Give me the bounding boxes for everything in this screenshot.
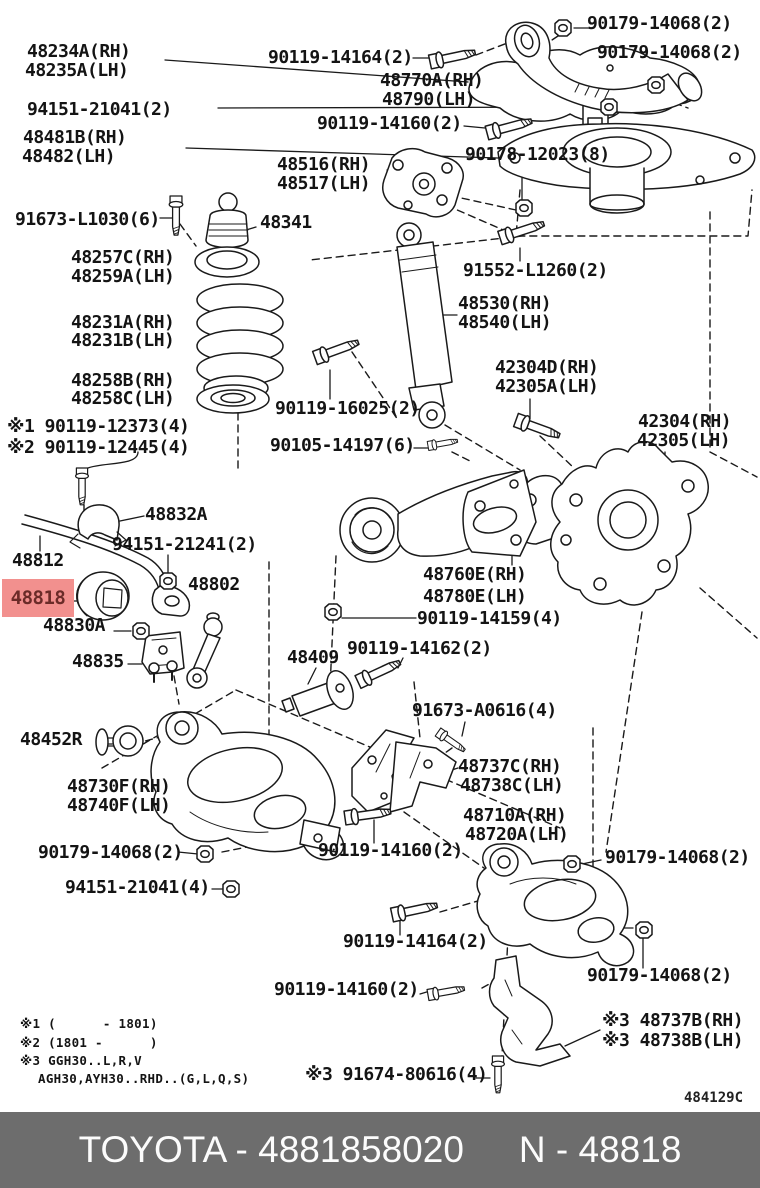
part-label: 48812 — [12, 550, 64, 571]
part-label: 48231B(LH) — [71, 330, 175, 351]
part-label: 90119-14162(2) — [347, 638, 492, 659]
part-label: 48452R — [20, 729, 83, 750]
part-label: 48257C(RH) — [71, 247, 175, 268]
drawing-number: 484129C — [684, 1090, 744, 1106]
part-label: ※2 90119-12445(4) — [7, 437, 190, 458]
part-label: 48835 — [72, 651, 124, 672]
part-label: ※1 90119-12373(4) — [7, 416, 190, 437]
part-label: 90178-12023(8) — [465, 144, 610, 165]
part-label: 90119-14160(2) — [317, 113, 462, 134]
part-label: 48259A(LH) — [71, 266, 175, 287]
part-label: 90179-14068(2) — [597, 42, 742, 63]
part-label: 90179-14068(2) — [38, 842, 183, 863]
part-label: 48258C(LH) — [71, 388, 175, 409]
part-label: 48517(LH) — [277, 173, 371, 194]
part-label: 48738C(LH) — [460, 775, 564, 796]
footer-brand-part-number: TOYOTA - 4881858020 — [78, 1129, 464, 1170]
part-label: 48341 — [260, 212, 312, 233]
part-label: 91552-L1260(2) — [463, 260, 608, 281]
part-label: 91673-L1030(6) — [15, 209, 160, 230]
footnote: AGH30,AYH30..RHD..(G,L,Q,S) — [38, 1071, 250, 1086]
highlighted-part-label: 48818 — [2, 579, 74, 617]
part-label: 48235A(LH) — [25, 60, 129, 81]
part-label: 48770A(RH) — [380, 70, 484, 91]
part-label: 48720A(LH) — [465, 824, 569, 845]
footnote: ※3 GGH30..L,R,V — [20, 1053, 143, 1068]
part-label: 90119-14159(4) — [417, 608, 562, 629]
part-label: 48516(RH) — [277, 154, 371, 175]
part-label: 90179-14068(2) — [605, 847, 750, 868]
part-label: 90119-14160(2) — [318, 840, 463, 861]
footer-bar: TOYOTA - 4881858020 N - 48818 — [0, 1112, 760, 1188]
part-label: 48710A(RH) — [463, 805, 567, 826]
part-label: 42304D(RH) — [495, 357, 599, 378]
part-label: 48530(RH) — [458, 293, 552, 314]
part-label: 94151-21041(2) — [27, 99, 172, 120]
part-label: 48409 — [287, 647, 339, 668]
part-label: 42304(RH) — [638, 411, 732, 432]
part-label: ※3 48737B(RH) — [602, 1010, 744, 1031]
part-label: 48482(LH) — [22, 146, 116, 167]
part-label: 48231A(RH) — [71, 312, 175, 333]
part-label: ※3 48738B(LH) — [602, 1030, 744, 1051]
part-label: 90119-14160(2) — [274, 979, 419, 1000]
part-label: 48790(LH) — [382, 89, 476, 110]
part-label: 90179-14068(2) — [587, 965, 732, 986]
part-label: 90105-14197(6) — [270, 435, 415, 456]
part-label: 48760E(RH) — [423, 564, 527, 585]
part-label: ※3 91674-80616(4) — [305, 1064, 488, 1085]
part-label: 48740F(LH) — [67, 795, 171, 816]
part-label: 48258B(RH) — [71, 370, 175, 391]
footnote: ※1 ( - 1801) — [20, 1016, 158, 1031]
part-label: 91673-A0616(4) — [412, 700, 557, 721]
footnote: ※2 (1801 - ) — [20, 1035, 158, 1050]
part-label: 48830A — [43, 615, 106, 636]
part-label: 90179-14068(2) — [587, 13, 732, 34]
part-label: 90119-14164(2) — [268, 47, 413, 68]
part-label: 48234A(RH) — [27, 41, 131, 62]
part-label: 90119-16025(2) — [275, 398, 420, 419]
part-label: 48737C(RH) — [458, 756, 562, 777]
part-label: 48832A — [145, 504, 208, 525]
part-label: 94151-21041(4) — [65, 877, 210, 898]
part-label: 48780E(LH) — [423, 586, 527, 607]
part-label: 42305A(LH) — [495, 376, 599, 397]
part-label: 48540(LH) — [458, 312, 552, 333]
part-label: 48481B(RH) — [23, 127, 127, 148]
part-label: 90119-14164(2) — [343, 931, 488, 952]
part-label: 48802 — [188, 574, 240, 595]
part-label: 42305(LH) — [637, 430, 731, 451]
part-label: 94151-21241(2) — [112, 534, 257, 555]
part-label: 48730F(RH) — [67, 776, 171, 797]
footer-reference-number: N - 48818 — [518, 1129, 682, 1170]
